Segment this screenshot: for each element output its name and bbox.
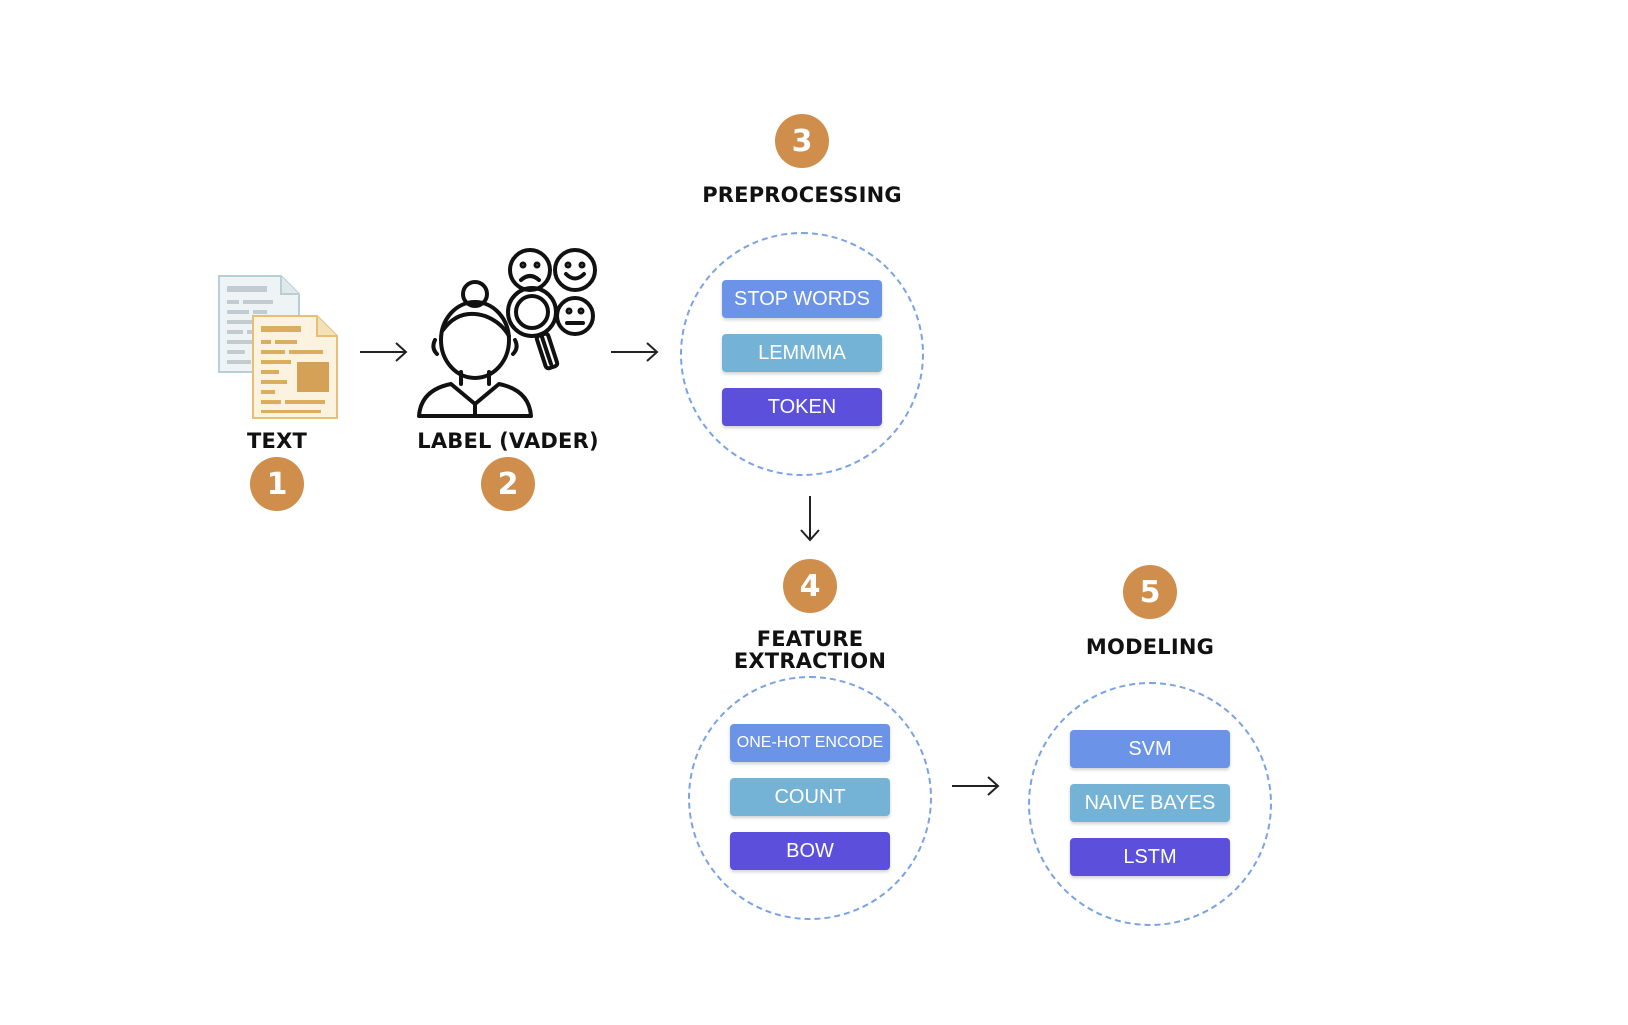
token-chip: TOKEN <box>722 388 882 426</box>
step-4-label: FEATURE EXTRACTION <box>734 628 886 672</box>
step-3-label: PREPROCESSING <box>702 183 902 207</box>
modeling-group <box>1028 682 1272 926</box>
step-3-badge: 3 <box>775 114 829 168</box>
lemma-chip: LEMMMA <box>722 334 882 372</box>
svm-chip: SVM <box>1070 730 1230 768</box>
step-5-label: MODELING <box>1085 635 1215 659</box>
step-4-badge: 4 <box>783 559 837 613</box>
preprocessing-group <box>680 232 924 476</box>
arrow-icon <box>800 496 820 542</box>
naive-bayes-chip: NAIVE BAYES <box>1070 784 1230 822</box>
step-5-badge: 5 <box>1123 565 1177 619</box>
arrow-icon <box>611 342 659 362</box>
arrow-icon <box>360 342 408 362</box>
stop-words-chip: STOP WORDS <box>722 280 882 318</box>
step-2-badge: 2 <box>481 457 535 511</box>
step-1-badge: 1 <box>250 457 304 511</box>
bow-chip: BOW <box>730 832 890 870</box>
arrow-icon <box>952 776 1000 796</box>
count-chip: COUNT <box>730 778 890 816</box>
person-with-magnifier-and-emoji-faces-icon <box>417 248 597 418</box>
lstm-chip: LSTM <box>1070 838 1230 876</box>
step-4-label-line1: FEATURE <box>756 627 864 651</box>
feature-extraction-group <box>688 676 932 920</box>
documents-icon <box>218 275 338 419</box>
one-hot-encode-chip: ONE-HOT ENCODE <box>730 724 890 762</box>
step-4-label-line2: EXTRACTION <box>733 649 887 674</box>
step-1-label: TEXT <box>247 429 307 453</box>
step-2-label: LABEL (VADER) <box>417 429 599 453</box>
